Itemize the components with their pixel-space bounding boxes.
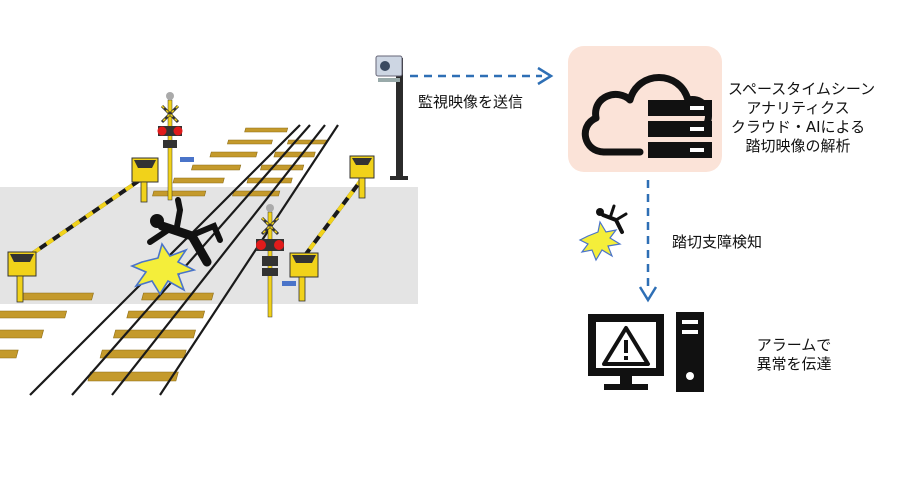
left-barrier [7, 157, 159, 303]
cloud-label-line: アナリティクス [746, 99, 850, 117]
detection-label: 踏切支障検知 [672, 233, 763, 251]
road-band [0, 187, 418, 304]
send-video-label: 監視映像を送信 [418, 93, 524, 111]
cloud-server-icon [568, 46, 722, 172]
falling-person-icon [129, 197, 223, 296]
cloud-label-line: 踏切映像の解析 [745, 137, 851, 155]
cloud-analysis-label: スペースタイムシーン アナリティクス クラウド・AIによる 踏切映像の解析 [728, 80, 876, 156]
send-arrow [410, 66, 554, 86]
alarm-label-line: 異常を伝達 [756, 355, 832, 373]
detect-arrow [638, 180, 658, 303]
crossing-signal-near [256, 204, 296, 318]
cloud-label-line: スペースタイムシーン [728, 80, 876, 98]
warning-monitor-icon [588, 312, 704, 392]
alarm-label: アラームで 異常を伝達 [744, 336, 844, 374]
right-barrier [289, 155, 375, 302]
alarm-label-line: アラームで [756, 336, 832, 354]
railway-tracks [0, 124, 339, 396]
small-falling-person-icon [578, 204, 628, 262]
cloud-label-line: クラウド・AIによる [730, 118, 866, 136]
crossing-signal-far [157, 92, 194, 201]
camera-icon [375, 55, 408, 180]
